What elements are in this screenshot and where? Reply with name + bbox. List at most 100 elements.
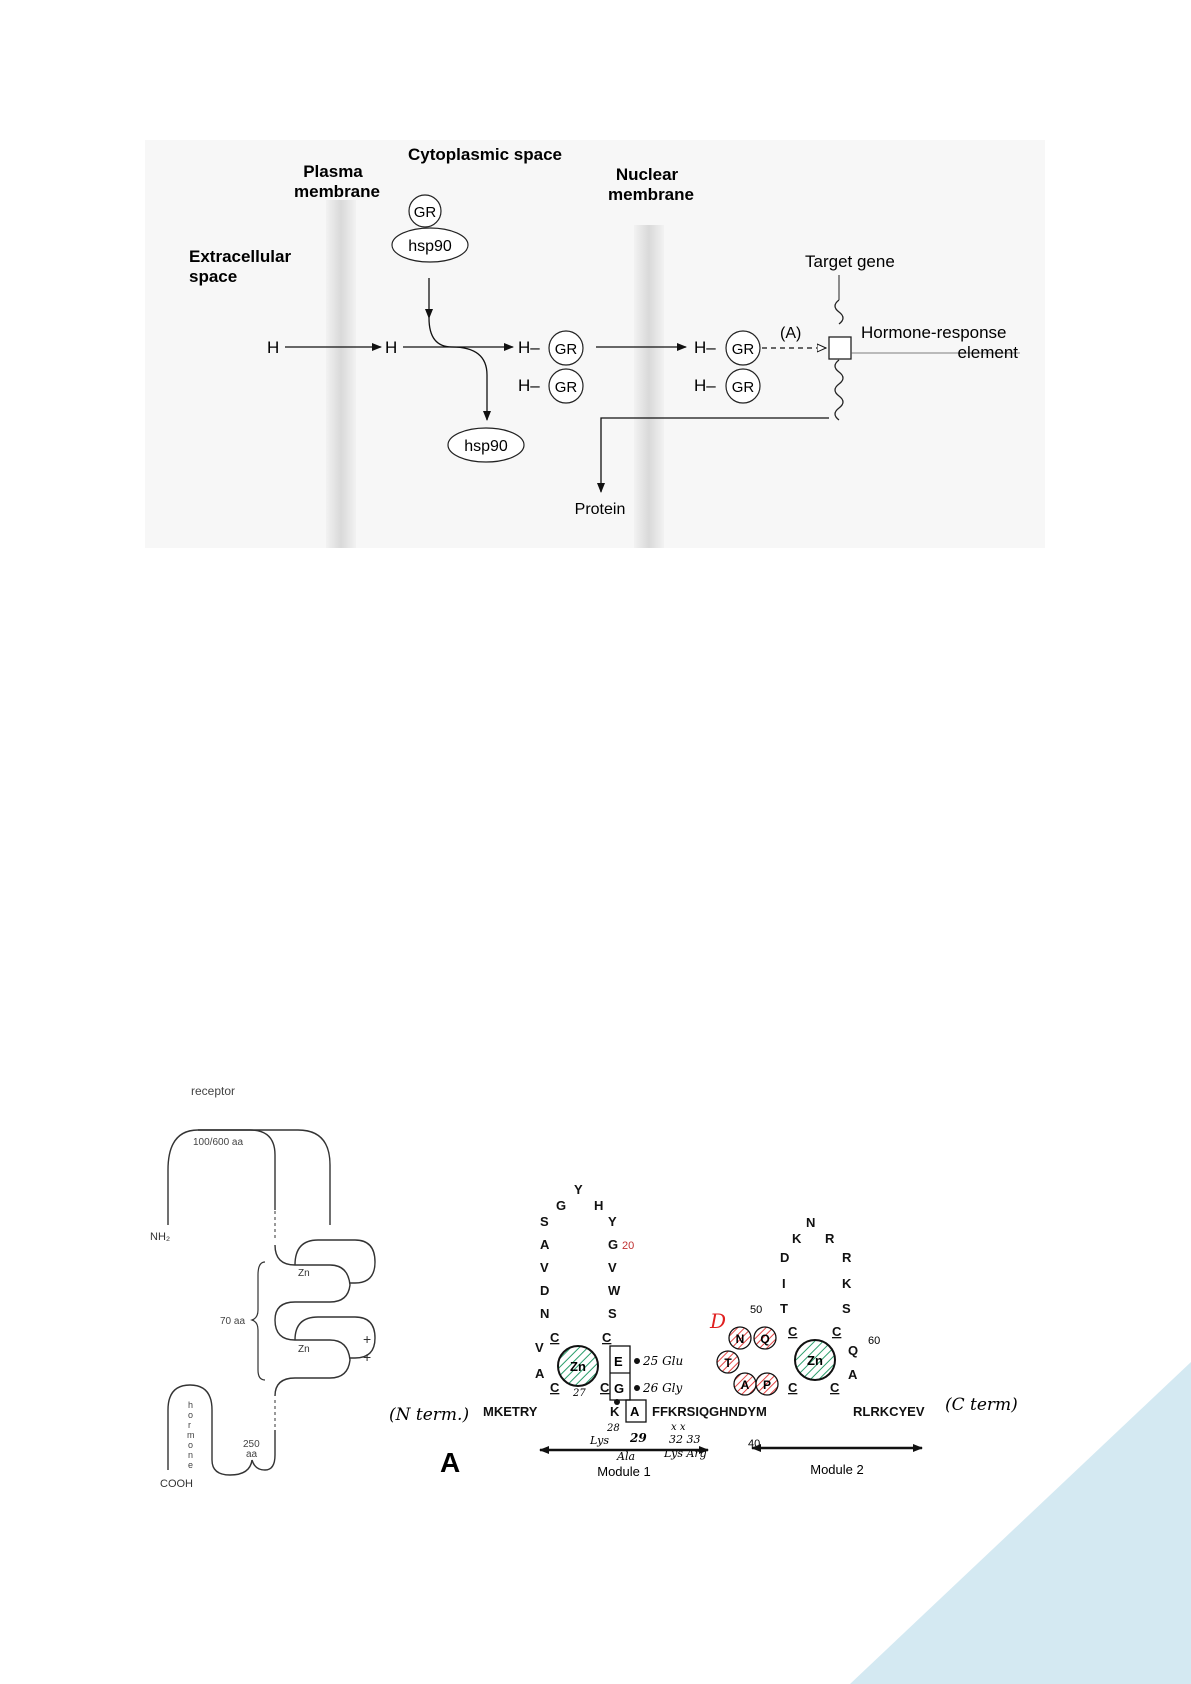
circled-n [728,1326,752,1350]
circled-p-label: P [763,1378,771,1392]
corner-decoration [850,1362,1191,1684]
receptor-title: receptor [191,1084,235,1098]
zinc-finger-1 [274,1244,351,1321]
loop2-left-3: T [780,1301,788,1316]
cys-4: C [600,1380,610,1395]
circled-n-label: N [736,1332,745,1346]
loop1-left-1: S [540,1214,549,1229]
gr-cyto-2-label: GR [555,379,578,396]
loop1-left-3: V [540,1260,549,1275]
module-2-label: Module 2 [810,1462,863,1477]
panel-a-label: A [440,1447,460,1478]
cys2-4: C [830,1380,840,1395]
nuclear-membrane-band [634,225,664,548]
protein-label: Protein [575,501,626,518]
anno-26-gly: 26 Gly [642,1381,683,1395]
loop1-top-1: G [556,1198,566,1213]
nuclear-membrane-label-2: membrane [608,185,694,204]
dot-k [614,1399,620,1405]
zinc-finger-2-top [294,1316,376,1359]
loop2-top-1: K [792,1231,802,1246]
h-gr-nucleus-2: H– [694,376,716,395]
zinc-atom-2 [794,1339,836,1381]
gr-label: GR [414,204,437,221]
plasma-membrane-band [326,200,356,548]
hre-label: Hormone-response [861,323,1007,342]
svg-text:n: n [188,1450,193,1460]
loop1-right-5: S [608,1306,617,1321]
dbd-brace [250,1261,266,1381]
loop2-left-1: D [780,1250,789,1265]
loop2-top-3: R [825,1231,835,1246]
plasma-membrane-label-2: membrane [294,182,380,201]
k-residue: K [610,1404,620,1419]
zinc-atom-2-label: Zn [807,1353,823,1368]
loop1-right-1: Y [608,1214,617,1229]
loop2-right-3: S [842,1301,851,1316]
loop1-top-3: H [594,1198,603,1213]
hsp90-ellipse [391,227,469,263]
anno-28: 28 [606,1423,620,1434]
receptor-n-domain-top [198,1129,331,1225]
hormone-extracellular: H [267,338,279,357]
circled-t [716,1350,740,1374]
anno-lys: Lys [589,1434,609,1447]
zn-label-1: Zn [298,1268,310,1279]
cytoplasmic-space-label: Cytoplasmic space [408,145,562,164]
loop1-left-4: D [540,1283,549,1298]
gr-circle-nuc-2 [725,368,761,404]
dna-strand-lower [834,359,844,421]
position-50: 50 [750,1304,762,1316]
gr-circle-cytoplasm [408,194,442,228]
zinc-finger-1-top [294,1239,376,1284]
svg-text:o: o [188,1440,193,1450]
dot-25 [634,1358,640,1364]
dbd-sequence-group: S A V D N G Y H Y G V W S V A C C C C MK… [483,1182,925,1419]
n-terminal-sequence: MKETRY [483,1404,538,1419]
gr-circle-cyto-2 [548,368,584,404]
loop1-top-2: Y [574,1182,583,1197]
position-60: 60 [868,1335,880,1347]
circled-p [755,1372,779,1396]
module-1-label: Module 1 [597,1464,650,1479]
hre-label-2: element [958,343,1019,362]
hormone-domain-loop [167,1384,253,1476]
c-term-label: (C term) [945,1395,1018,1415]
anno-ala: Ala [616,1450,635,1463]
plus-charge-2: + [363,1349,371,1365]
zinc-atom-1 [557,1345,599,1387]
transcription-arrow [597,417,829,493]
cys2-1: C [788,1324,798,1339]
box-a: A [630,1404,640,1419]
cys-3: C [550,1380,560,1395]
loop1-left-5: N [540,1306,549,1321]
loop1-right-2: G [608,1237,618,1252]
signaling-panel [145,140,1045,548]
svg-text:e: e [188,1460,193,1470]
c-domain-length-2: aa [246,1449,258,1460]
gr-circle-cyto-1 [548,330,584,366]
cooh-label: COOH [160,1478,193,1490]
loop2-top-2: N [806,1215,815,1230]
target-gene-label: Target gene [805,252,895,271]
zn-label-2: Zn [298,1344,310,1355]
extracellular-space-label: Extracellular [189,247,291,266]
a-box [625,1399,647,1423]
hsp90-label: hsp90 [408,238,452,255]
svg-text:r: r [188,1420,191,1430]
gr-nuc-2-label: GR [732,379,755,396]
cys-1: C [550,1330,560,1345]
anno-25-glu: 25 Glu [642,1354,683,1368]
anno-29: 29 [629,1431,647,1445]
a-residue: A [535,1366,545,1381]
dot-26 [634,1385,640,1391]
pathway-a-label: (A) [780,325,801,342]
n-domain-length: 100/600 aa [193,1137,243,1148]
gr-circle-nuc-1 [725,330,761,366]
position-20: 20 [622,1240,634,1252]
c-domain-line [251,1430,276,1471]
nuclear-membrane-label: Nuclear [616,165,679,184]
v-residue: V [535,1340,544,1355]
circled-q [753,1326,777,1350]
